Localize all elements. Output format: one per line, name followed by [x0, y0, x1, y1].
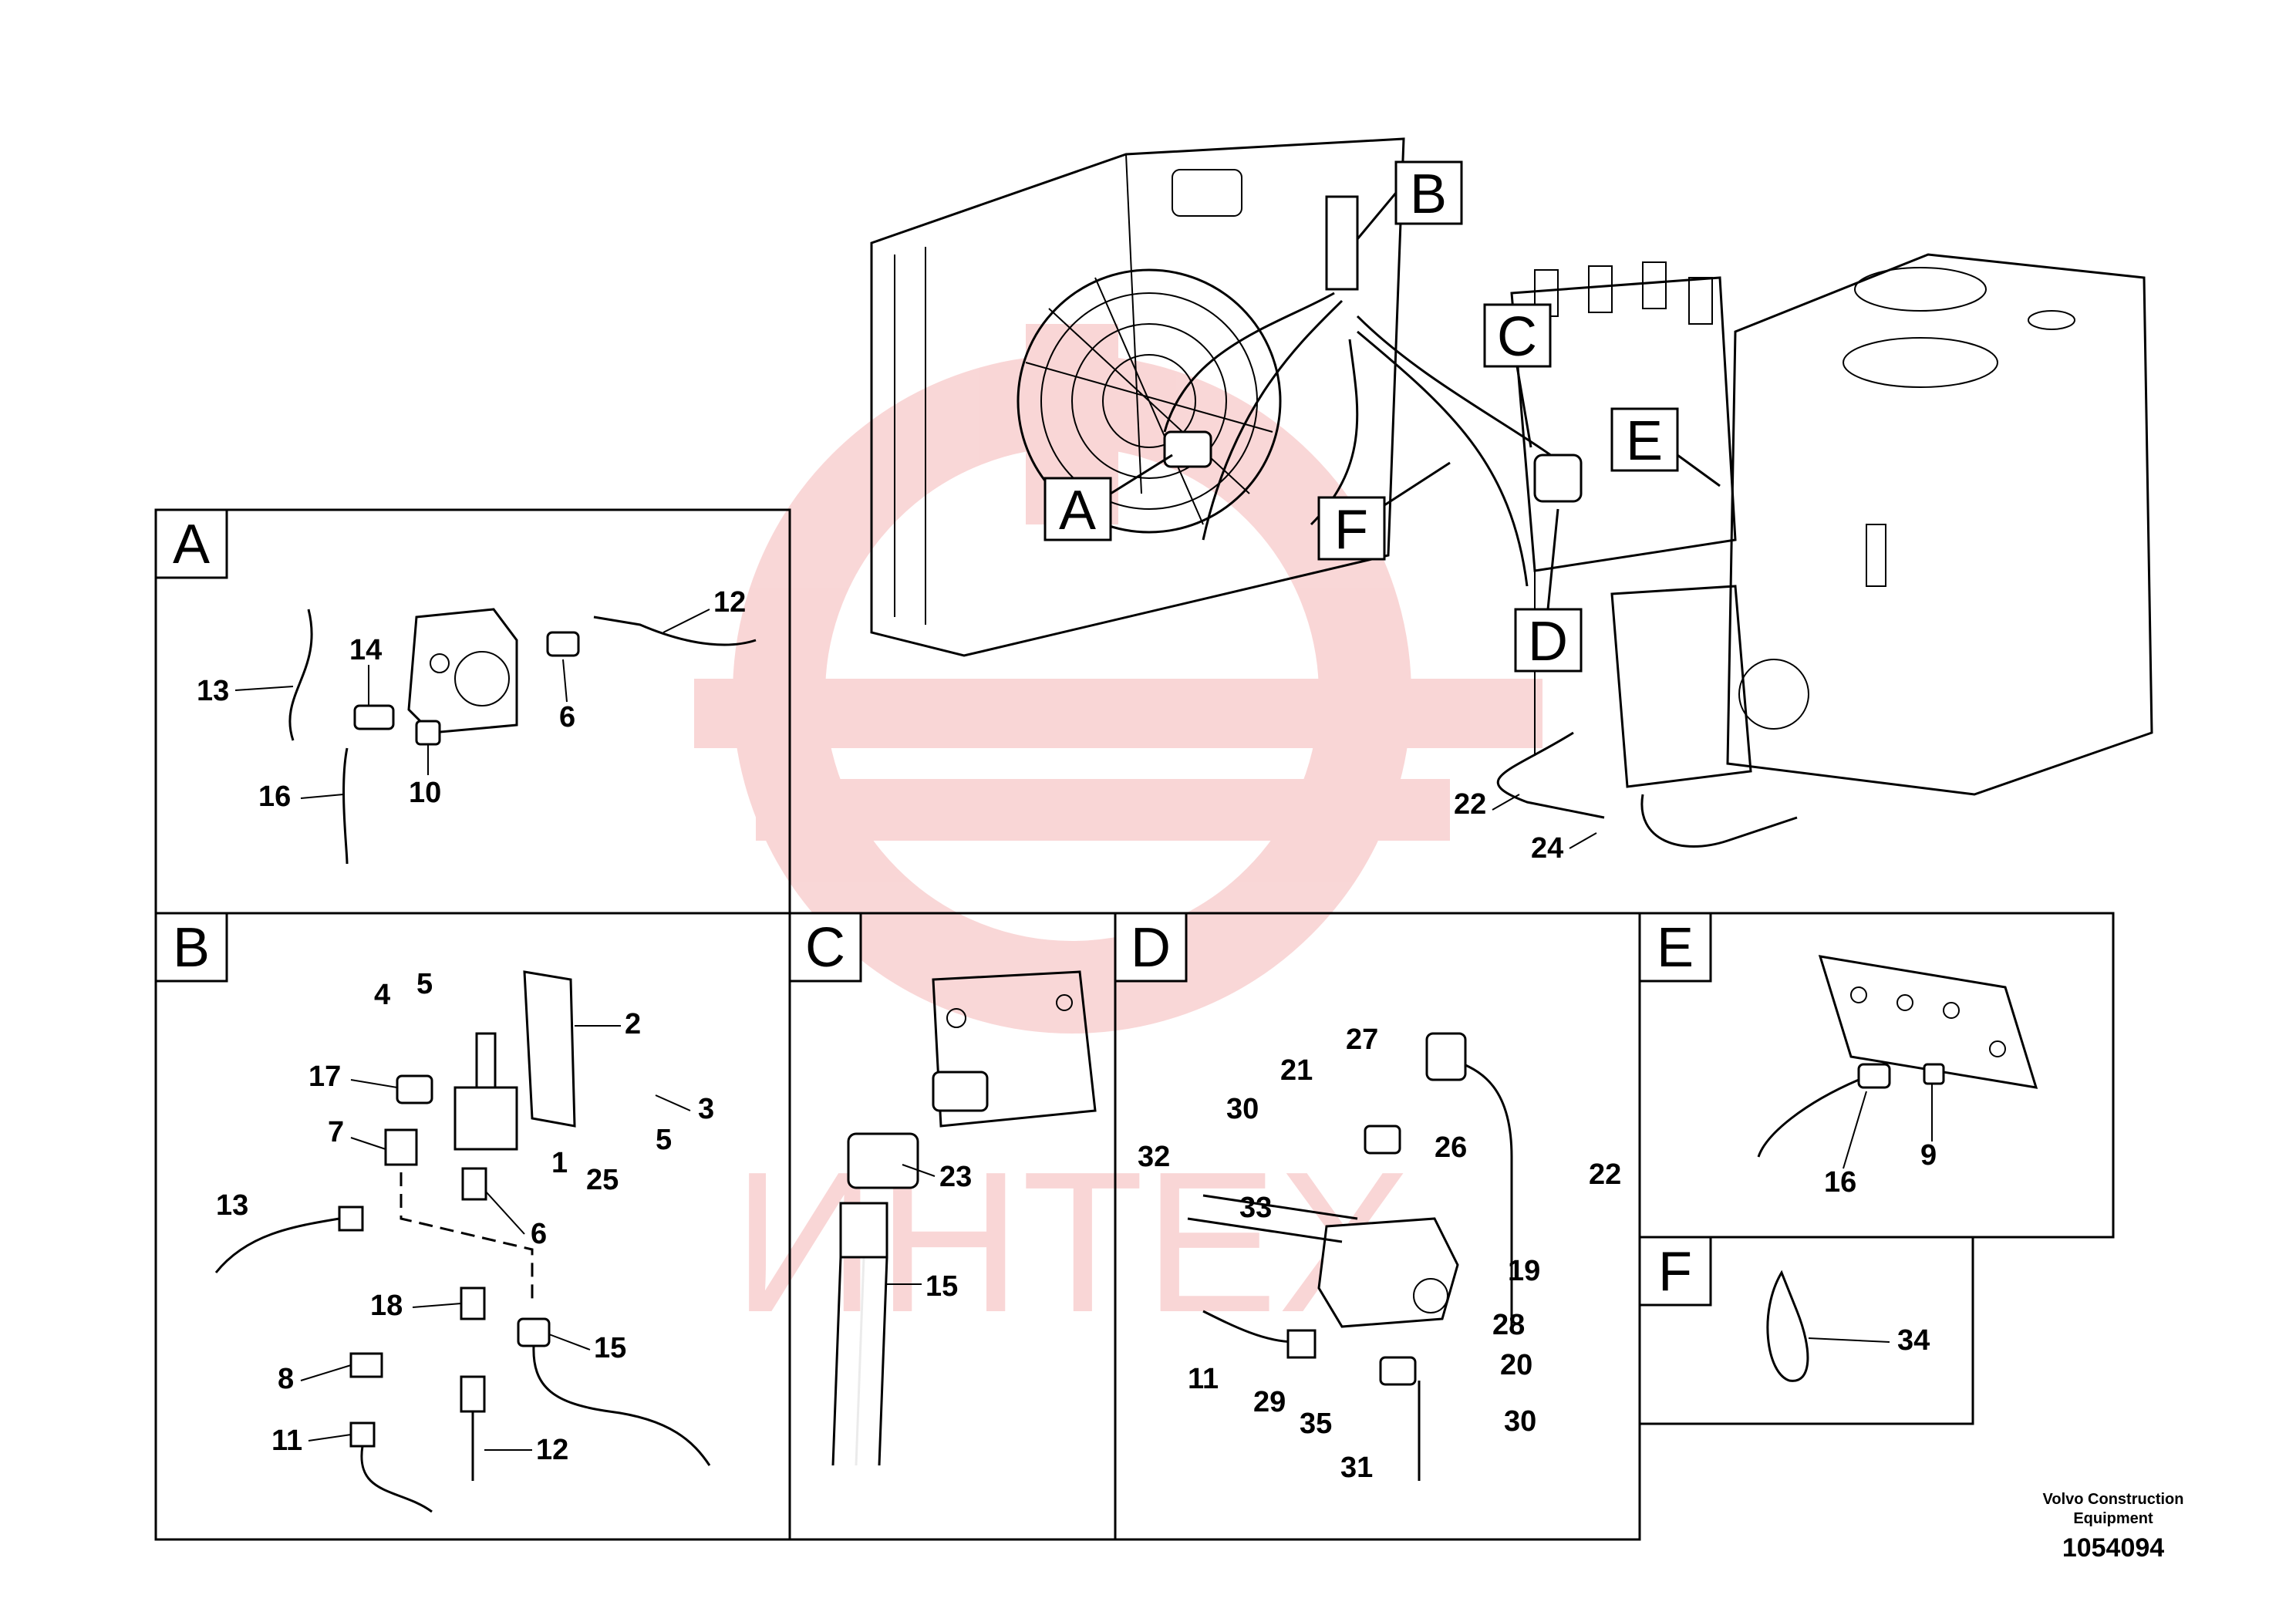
panel-d-label-22: 22	[1589, 1158, 1621, 1191]
panel-e-label-9: 9	[1920, 1139, 1937, 1172]
panel-b-label-3: 3	[698, 1093, 714, 1125]
panel-d-label-33: 33	[1239, 1192, 1272, 1224]
panel-d-label-21: 21	[1280, 1054, 1313, 1087]
panel-f-label-34: 34	[1897, 1324, 1930, 1357]
callout-box-b	[1394, 160, 1463, 225]
panel-d-label-35: 35	[1300, 1408, 1332, 1440]
callout-box-d	[1514, 608, 1583, 673]
panel-d-label-32: 32	[1138, 1141, 1170, 1173]
watermark-logo: ИНТЕХ	[694, 324, 1542, 1354]
panel-e-plate	[1818, 955, 2038, 1089]
panel-a-label-13: 13	[197, 675, 229, 707]
panel-f-cable-tie	[1766, 1270, 1809, 1382]
panel-e-label-16: 16	[1824, 1166, 1856, 1199]
callout-box-f	[1317, 496, 1386, 561]
panel-b-label-11: 11	[271, 1425, 302, 1457]
company-line1: Volvo Construction	[2043, 1491, 2184, 1508]
company-line2: Equipment	[2073, 1510, 2153, 1527]
panel-b-valve	[453, 1086, 518, 1151]
panel-b: B 5 4 2 17 3 7 5 25 1 13 6	[154, 912, 791, 1541]
overview-label-24: 24	[1531, 832, 1563, 865]
panel-d-label-27: 27	[1346, 1023, 1378, 1056]
control-valve	[1510, 276, 1737, 572]
panel-b-label-8: 8	[278, 1363, 294, 1395]
panel-b-label-7: 7	[328, 1116, 344, 1148]
panel-d-label-26: 26	[1435, 1131, 1467, 1164]
panel-d-label-28: 28	[1492, 1309, 1525, 1341]
panel-e-letter: E	[1657, 917, 1694, 979]
panel-a-label-16: 16	[258, 781, 291, 813]
callout-box-e	[1610, 407, 1679, 472]
panel-d: D 27 21 30 26 32 22 33 19 28 11 20 29 35…	[1114, 912, 1641, 1541]
valve-block-b	[1325, 195, 1359, 291]
panel-d-pump	[1317, 1217, 1459, 1328]
panel-b-label-2: 2	[625, 1008, 641, 1040]
panel-b-label-25: 25	[586, 1164, 619, 1196]
main-pump	[1610, 585, 1752, 788]
panel-b-label-17: 17	[308, 1061, 341, 1093]
fan	[1017, 268, 1282, 534]
svg-text:F: F	[1334, 499, 1368, 561]
panel-d-label-29: 29	[1253, 1386, 1286, 1418]
panel-b-label-13: 13	[216, 1189, 248, 1222]
panel-a-pump	[407, 608, 518, 734]
panel-b-label-5-top: 5	[416, 968, 433, 1000]
panel-b-label-4: 4	[374, 979, 390, 1011]
panel-a: A 12 13 14 6 10 16	[154, 508, 791, 915]
panel-f-letter: F	[1658, 1241, 1692, 1303]
watermark-text: ИНТЕХ	[733, 1131, 1411, 1354]
fan-motor	[1163, 430, 1212, 468]
panel-d-label-30-bottom: 30	[1504, 1405, 1536, 1438]
panel-c-elbow	[847, 1132, 919, 1189]
panel-a-letter: A	[173, 514, 210, 575]
panel-b-label-1: 1	[551, 1147, 568, 1179]
panel-f: F 34	[1638, 1236, 1974, 1425]
svg-text:D: D	[1528, 611, 1568, 673]
panel-b-label-6: 6	[531, 1218, 547, 1250]
panel-d-letter: D	[1131, 917, 1171, 979]
panel-a-label-14: 14	[349, 634, 382, 666]
panel-b-label-12: 12	[536, 1434, 568, 1466]
panel-b-label-15: 15	[594, 1332, 626, 1364]
overview-label-22: 22	[1454, 788, 1486, 821]
panel-c-label-23: 23	[939, 1161, 972, 1193]
panel-b-bracket	[523, 970, 576, 1128]
panel-c-letter: C	[805, 917, 845, 979]
panel-e: E 16 9	[1638, 912, 2115, 1239]
figure-number: 1054094	[2062, 1533, 2164, 1563]
svg-text:C: C	[1497, 306, 1537, 368]
callout-box-a	[1043, 477, 1112, 541]
overview-pump	[1533, 454, 1583, 503]
footer: Volvo Construction Equipment 1054094	[2043, 1491, 2184, 1563]
panel-d-label-11: 11	[1188, 1363, 1219, 1395]
hose-bundle	[1163, 292, 1335, 433]
overview-callouts: A B C D E F 22 24	[1043, 160, 1721, 865]
svg-text:A: A	[1059, 480, 1096, 541]
panel-d-label-20: 20	[1500, 1349, 1532, 1381]
panel-b-label-5-right: 5	[656, 1124, 672, 1156]
svg-text:E: E	[1626, 410, 1663, 472]
hydraulic-tank	[1726, 253, 2153, 796]
panel-d-label-30-top: 30	[1226, 1093, 1259, 1125]
overview-assembly	[870, 137, 2153, 848]
panel-b-label-18: 18	[370, 1290, 403, 1322]
panel-d-label-31: 31	[1340, 1452, 1373, 1484]
panel-a-label-12: 12	[713, 586, 746, 619]
panel-b-letter: B	[173, 917, 210, 979]
panel-a-label-6: 6	[559, 701, 575, 733]
panel-d-label-19: 19	[1508, 1255, 1540, 1287]
svg-text:B: B	[1410, 164, 1447, 225]
panel-c-label-15: 15	[925, 1270, 958, 1303]
callout-box-c	[1483, 303, 1552, 368]
panel-c: C 23 15	[788, 912, 1117, 1541]
panel-a-label-10: 10	[409, 777, 441, 809]
